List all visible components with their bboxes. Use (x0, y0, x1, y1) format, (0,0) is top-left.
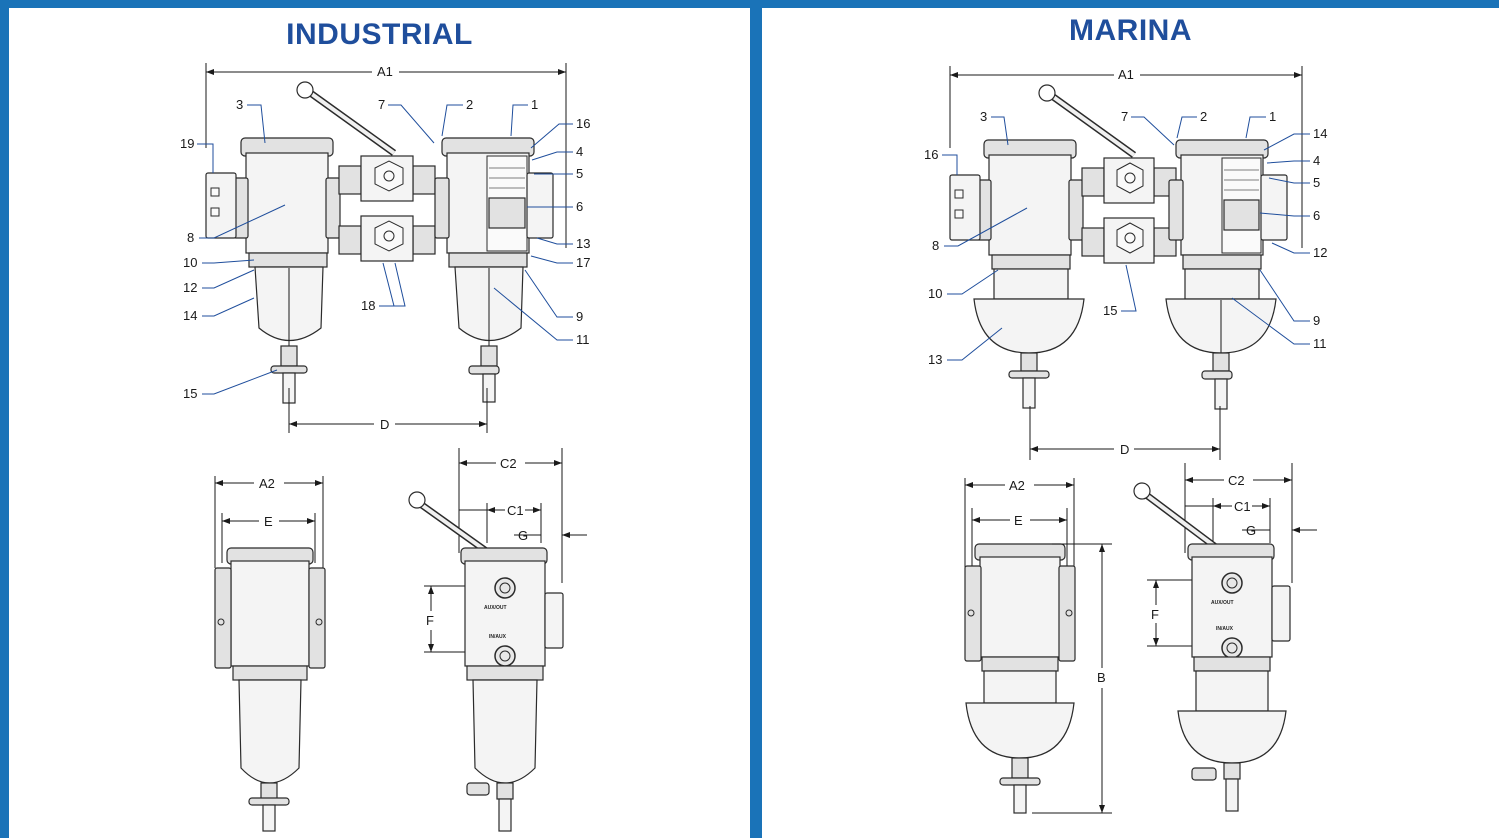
callout-10-marina: 10 (928, 286, 942, 301)
port-outlet-industrial: AUX/OUT (484, 605, 507, 611)
callout-10-industrial: 10 (183, 255, 197, 270)
dim-c1-marina: C1 (1234, 499, 1251, 514)
callout-5-industrial: 5 (576, 166, 583, 181)
callout-5-marina: 5 (1313, 175, 1320, 190)
callout-14-industrial: 14 (183, 308, 197, 323)
dim-f-industrial: F (426, 613, 434, 628)
dim-b-marina: B (1097, 670, 1106, 685)
dim-c2-industrial: C2 (500, 456, 517, 471)
callout-8-marina: 8 (932, 238, 939, 253)
port-inlet-industrial: IN/AUX (489, 634, 507, 640)
callout-12-marina: 12 (1313, 245, 1327, 260)
dim-c1-industrial: C1 (507, 503, 524, 518)
callout-15-industrial: 15 (183, 386, 197, 401)
callout-18-industrial: 18 (361, 298, 375, 313)
industrial-diagram: A1 (180, 63, 590, 832)
industrial-panel: INDUSTRIAL A1 (9, 8, 750, 838)
port-outlet-marina: AUX/OUT (1211, 600, 1234, 606)
dim-a1-marina: A1 (1118, 67, 1134, 82)
callout-2-industrial: 2 (466, 97, 473, 112)
callout-1-marina: 1 (1269, 109, 1276, 124)
callout-4-industrial: 4 (576, 144, 583, 159)
callout-6-industrial: 6 (576, 199, 583, 214)
callout-15-marina: 15 (1103, 303, 1117, 318)
dim-f-marina: F (1151, 607, 1159, 622)
callout-16-marina: 16 (924, 147, 938, 162)
callout-8-industrial: 8 (187, 230, 194, 245)
callout-6-marina: 6 (1313, 208, 1320, 223)
callout-9-industrial: 9 (576, 309, 583, 324)
callout-9-marina: 9 (1313, 313, 1320, 328)
callout-17-industrial: 17 (576, 255, 590, 270)
industrial-title: INDUSTRIAL (286, 18, 473, 51)
port-inlet-marina: IN/AUX (1216, 626, 1234, 632)
callout-13-industrial: 13 (576, 236, 590, 251)
callout-7-marina: 7 (1121, 109, 1128, 124)
marina-panel: MARINA A1 (762, 8, 1499, 838)
callout-12-industrial: 12 (183, 280, 197, 295)
callout-11-marina: 11 (1313, 336, 1327, 351)
marina-title: MARINA (1069, 14, 1192, 47)
dim-e-marina: E (1014, 513, 1023, 528)
callout-14-marina: 14 (1313, 126, 1327, 141)
callout-7-industrial: 7 (378, 97, 385, 112)
dim-d-industrial: D (380, 417, 389, 432)
callout-16-industrial: 16 (576, 116, 590, 131)
callout-3-industrial: 3 (236, 97, 243, 112)
dim-a2-marina: A2 (1009, 478, 1025, 493)
callout-13-marina: 13 (928, 352, 942, 367)
callout-19-industrial: 19 (180, 136, 194, 151)
callout-4-marina: 4 (1313, 153, 1320, 168)
callout-3-marina: 3 (980, 109, 987, 124)
dim-e-industrial: E (264, 514, 273, 529)
callout-2-marina: 2 (1200, 109, 1207, 124)
dim-d-marina: D (1120, 442, 1129, 457)
marina-diagram: A1 (924, 66, 1327, 814)
callout-11-industrial: 11 (576, 332, 590, 347)
dim-a1-industrial: A1 (377, 64, 393, 79)
callout-1-industrial: 1 (531, 97, 538, 112)
dim-c2-marina: C2 (1228, 473, 1245, 488)
dim-a2-industrial: A2 (259, 476, 275, 491)
